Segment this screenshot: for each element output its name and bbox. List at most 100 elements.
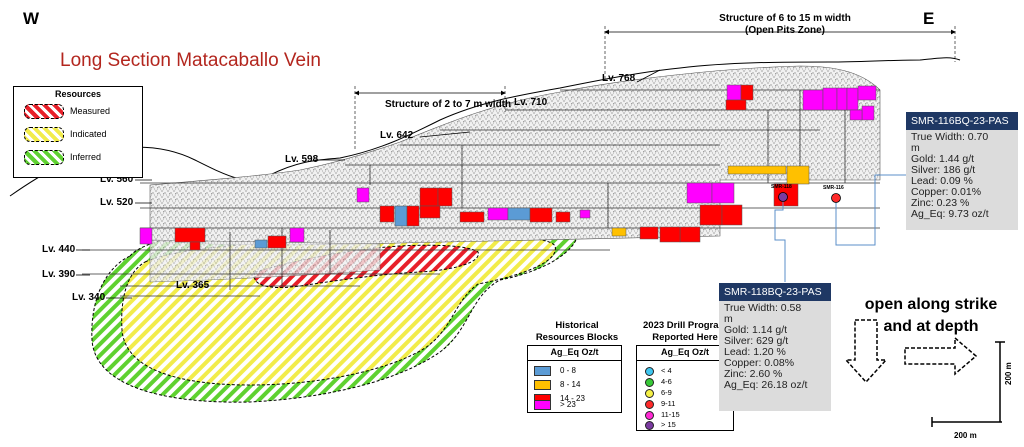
drill-item-4-6: 4-6: [645, 377, 730, 387]
level-710-label: Lv. 710: [514, 97, 548, 108]
topography-line: [9, 57, 961, 197]
legend-item-inferred: Inferred: [24, 150, 142, 166]
callout-116-line: Lead: 0.09 %: [911, 175, 973, 187]
hist-label-gt-23: > 23: [560, 400, 576, 409]
callout-118-header: SMR-118BQ-23-PAS: [719, 283, 831, 301]
measured-swatch: [24, 104, 64, 119]
level-365-label: Lv. 365: [176, 280, 210, 291]
inferred-swatch: [24, 150, 64, 165]
callout-118-line: Zinc: 2.60 %: [724, 368, 783, 380]
drill-label-4-6: 4-6: [661, 377, 672, 386]
open-arrows: [844, 319, 978, 384]
level-lines: [82, 89, 880, 297]
structure-open-pits-label: Structure of 6 to 15 m width: [719, 13, 851, 24]
drill-dot-purple: [645, 421, 654, 430]
drill-item-11-15: 11-15: [645, 410, 730, 420]
drill-label-6-9: 6-9: [661, 388, 672, 397]
resources-legend: Resources Measured Indicated Inferred: [13, 86, 143, 178]
callout-116-header: SMR-116BQ-23-PAS: [906, 112, 1018, 130]
resources-legend-title: Resources: [54, 89, 102, 99]
callout-116-line: m: [911, 142, 920, 154]
hist-label-14-23: 14 - 23: [560, 394, 585, 403]
callout-116-line: Ag_Eq: 9.73 oz/t: [911, 208, 989, 220]
callout-118-line: Silver: 629 g/t: [724, 335, 789, 347]
callout-116-line: True Width: 0.70: [911, 131, 989, 143]
drill-traces: [774, 174, 906, 282]
historical-blocks: [139, 84, 877, 251]
structure-2-7-label: Structure of 2 to 7 m width: [385, 99, 512, 110]
callout-smr-116: SMR-116BQ-23-PAS True Width: 0.70 m Gold…: [906, 112, 1018, 230]
open-along-strike-text: open along strike and at depth: [855, 294, 1007, 338]
hist-item-0-8: 0 - 8: [534, 366, 619, 377]
drill-title-line1: 2023 Drill Program: [643, 320, 727, 331]
open-text-line2: and at depth: [883, 318, 979, 335]
open-text-line1: open along strike: [864, 296, 998, 313]
legend-item-indicated: Indicated: [24, 127, 142, 143]
indicated-label: Indicated: [70, 129, 107, 139]
level-520-label: Lv. 520: [100, 197, 134, 208]
hist-swatch-magenta: [534, 400, 551, 410]
drill-dot-cyan: [645, 367, 654, 376]
level-440-label: Lv. 440: [42, 244, 76, 255]
hist-label-8-14: 8 - 14: [560, 380, 581, 389]
drill-label-smr-118: SMR-118: [771, 184, 792, 190]
hist-swatch-blue: [534, 366, 551, 376]
drill-label-lt4: < 4: [661, 366, 672, 375]
vertical-scale-label: 200 m: [1004, 362, 1013, 385]
drill-label-gt15: > 15: [661, 420, 676, 429]
hist-label-0-8: 0 - 8: [560, 366, 577, 375]
page-title: Long Section Matacaballo Vein: [60, 50, 321, 71]
structure-dimension-lines: [354, 26, 956, 150]
callout-116-line: Silver: 186 g/t: [911, 164, 976, 176]
drill-dot-magenta: [645, 411, 654, 420]
callout-smr-118: SMR-118BQ-23-PAS True Width: 0.58 m Gold…: [719, 283, 831, 411]
drill-dot-red: [645, 400, 654, 409]
callout-116-line: Copper: 0.01%: [911, 186, 982, 198]
drill-item-gt15: > 15: [645, 420, 730, 430]
level-768-label: Lv. 768: [602, 73, 636, 84]
hist-item-gt-23: > 23: [534, 400, 619, 419]
mined-area-lower: [149, 239, 381, 283]
level-390-label: Lv. 390: [42, 269, 76, 280]
callout-118-line: Ag_Eq: 26.18 oz/t: [724, 379, 808, 391]
drill-item-6-9: 6-9: [645, 388, 730, 398]
historical-legend-title: Historical Resources Blocks: [527, 320, 627, 344]
historical-title-line2: Resources Blocks: [535, 332, 619, 343]
drill-legend: Ag_Eq Oz/t < 4 4-6 6-9 9-11 11-15 > 15: [636, 345, 734, 431]
drill-label-smr-116: SMR-116: [823, 185, 844, 191]
level-leaders: [76, 69, 661, 299]
drill-label-11-15: 11-15: [661, 410, 680, 419]
callout-118-line: m: [724, 313, 733, 325]
callout-118-line: Copper: 0.08%: [724, 357, 795, 369]
inferred-label: Inferred: [70, 152, 102, 162]
callout-118-line: Gold: 1.14 g/t: [724, 324, 788, 336]
drill-dot-yellow: [645, 389, 654, 398]
drill-item-9-11: 9-11: [645, 399, 730, 409]
level-340-label: Lv. 340: [72, 292, 106, 303]
measured-label: Measured: [70, 106, 111, 116]
scale-bars: [931, 341, 1005, 427]
level-642-label: Lv. 642: [380, 130, 414, 141]
level-598-label: Lv. 598: [285, 154, 319, 165]
drill-legend-title: 2023 Drill Program Reported Here: [635, 320, 735, 344]
callout-118-line: Lead: 1.20 %: [724, 346, 786, 358]
drill-title-line2: Reported Here: [652, 332, 718, 343]
drill-legend-header: Ag_Eq Oz/t: [637, 347, 733, 361]
callout-116-line: Gold: 1.44 g/t: [911, 153, 975, 165]
horizontal-scale-label: 200 m: [954, 431, 977, 440]
east-label: E: [923, 9, 935, 28]
callout-118-line: True Width: 0.58: [724, 302, 802, 314]
hist-item-8-14: 8 - 14: [534, 380, 619, 391]
historical-legend-header: Ag_Eq Oz/t: [528, 347, 621, 361]
hist-swatch-orange: [534, 380, 551, 390]
indicated-swatch: [24, 127, 64, 142]
drill-item-lt4: < 4: [645, 366, 730, 376]
level-560-label: Lv. 560: [100, 174, 134, 185]
drill-dot-green: [645, 378, 654, 387]
legend-item-measured: Measured: [24, 104, 142, 120]
drill-point-smr-116: [831, 193, 841, 203]
historical-title-line1: Historical: [555, 320, 599, 331]
drill-label-9-11: 9-11: [661, 399, 676, 408]
